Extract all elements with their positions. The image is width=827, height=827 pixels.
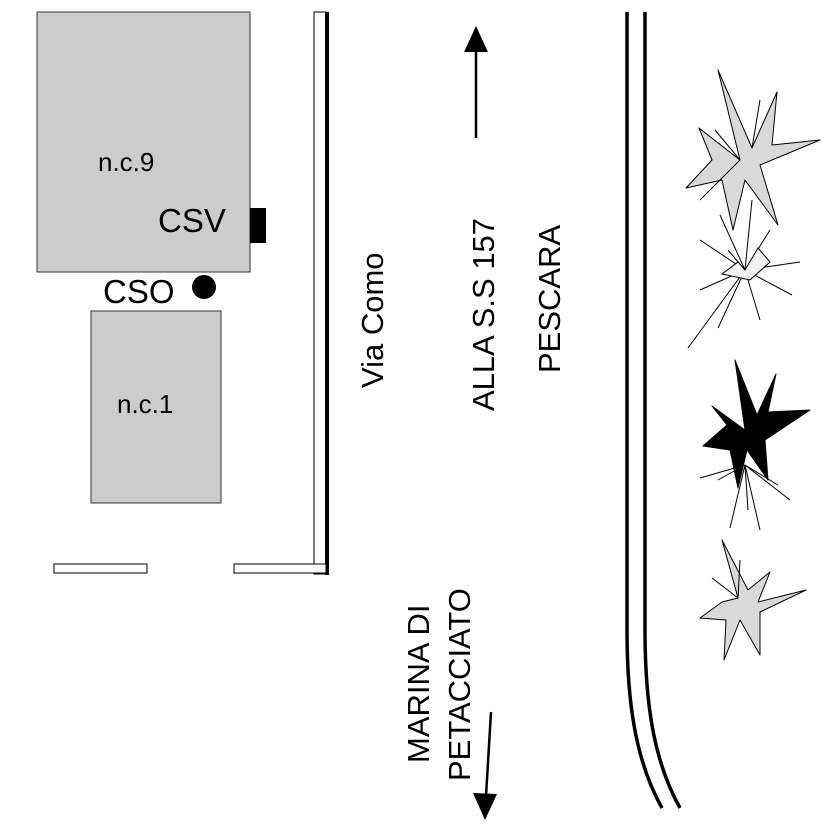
building-nc9: n.c.9 [36,11,251,273]
street-label: Via Como [355,252,390,388]
plant-2-icon [687,199,801,349]
direction-north: ALLA S.S 157 PESCARA [464,26,567,411]
cso-marker: CSO [103,273,216,310]
north-destination-line1: ALLA S.S 157 [466,218,501,411]
plant-3-icon [699,359,811,531]
direction-south: MARINA DI PETACCIATO [401,588,497,820]
plant-1-icon [685,69,821,231]
building-nc9-label: n.c.9 [98,147,154,177]
csv-label: CSV [158,202,226,239]
building-nc1-label: n.c.1 [117,389,173,419]
cso-label: CSO [103,273,175,310]
main-road [625,12,682,809]
road-line-left [625,12,664,809]
building-nc1: n.c.1 [90,310,222,504]
sidewalk-horizontal-left [53,563,148,574]
sidewalk-vertical [313,11,327,575]
sidewalk-horizontal-right [233,563,327,574]
plant-4-icon [699,539,807,661]
north-arrow-head-icon [464,26,488,52]
sidewalk [53,11,329,575]
building-nc1-shape [90,310,222,504]
north-destination-line2: PESCARA [532,225,567,373]
south-arrow-head-icon [473,793,497,820]
csv-marker: CSV [158,202,266,243]
south-arrow-shaft [484,711,493,797]
south-destination-line1: MARINA DI [401,605,436,763]
cso-dot-icon [192,275,216,299]
road-line-right [643,12,682,809]
south-destination-line2: PETACCIATO [442,588,477,781]
csv-box-icon [250,208,266,243]
building-nc9-shape [36,11,251,273]
